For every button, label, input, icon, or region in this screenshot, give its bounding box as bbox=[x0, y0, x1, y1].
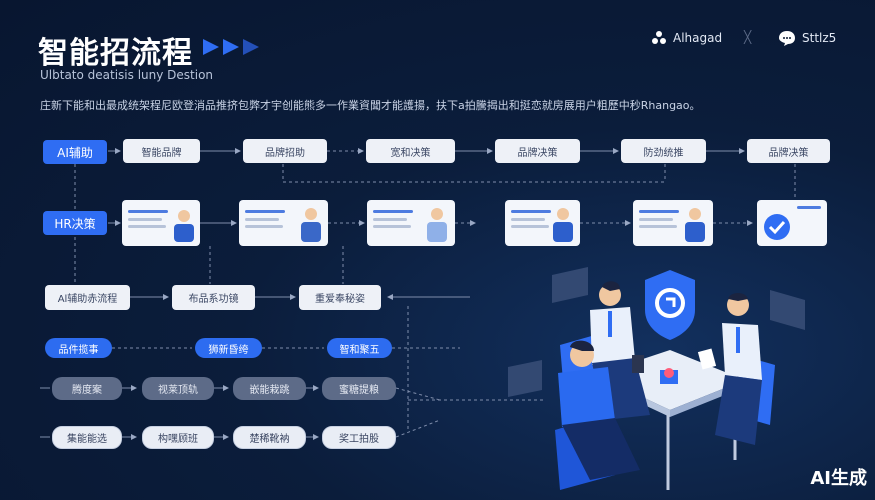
person-icon bbox=[553, 208, 573, 242]
person-icon bbox=[301, 208, 321, 242]
row4-pill-3[interactable]: 智和聚五 bbox=[327, 338, 392, 358]
profile-card-4[interactable] bbox=[505, 200, 580, 246]
triple-arrow-icon bbox=[203, 39, 259, 55]
check-circle-icon bbox=[764, 214, 790, 240]
row1-step-5[interactable]: 防劲统推 bbox=[621, 139, 706, 163]
row3-step-2[interactable]: 布品系功镜 bbox=[172, 285, 255, 310]
profile-card-6[interactable] bbox=[757, 200, 827, 246]
shield-icon bbox=[645, 270, 695, 340]
row5-pill-2[interactable]: 视莱顶轨 bbox=[142, 377, 214, 400]
row5-pill-3[interactable]: 嵌能栽跳 bbox=[233, 377, 306, 400]
row3-step-3[interactable]: 重爱奉秘姿 bbox=[299, 285, 381, 310]
row1-step-3[interactable]: 宽和决策 bbox=[366, 139, 455, 163]
header-item-1[interactable]: Alhagad bbox=[651, 30, 722, 46]
chat-bubble-icon bbox=[779, 31, 795, 46]
person-icon bbox=[427, 208, 447, 242]
header-item-1-label: Alhagad bbox=[673, 31, 723, 45]
profile-card-2[interactable] bbox=[239, 200, 328, 246]
row6-pill-2[interactable]: 构嘿顾班 bbox=[142, 426, 214, 449]
row1-step-1[interactable]: 智能品牌 bbox=[123, 139, 200, 163]
page-title: 智能招流程 bbox=[38, 36, 193, 71]
profile-card-5[interactable] bbox=[633, 200, 713, 246]
row1-label[interactable]: AI辅助 bbox=[43, 140, 107, 164]
row4-pill-2[interactable]: 狮新昏绔 bbox=[195, 338, 262, 358]
row4-pill-1[interactable]: 品件揽事 bbox=[45, 338, 112, 358]
row3-step-1[interactable]: Al辅助赤流程 bbox=[45, 285, 130, 310]
row6-pill-3[interactable]: 楚稀靴衲 bbox=[233, 426, 306, 449]
row1-step-6[interactable]: 品牌决策 bbox=[747, 139, 830, 163]
row6-pill-4[interactable]: 奖工拍股 bbox=[322, 426, 396, 449]
profile-card-1[interactable] bbox=[122, 200, 200, 246]
row5-pill-4[interactable]: 蜜糖提粮 bbox=[322, 377, 396, 400]
row1-step-2[interactable]: 品牌招助 bbox=[243, 139, 327, 163]
person-icon bbox=[685, 208, 705, 242]
meeting-illustration bbox=[508, 267, 805, 490]
row1-step-4[interactable]: 品牌决策 bbox=[495, 139, 580, 163]
header-item-2-label: Sttlz5 bbox=[802, 31, 837, 45]
team-icon bbox=[652, 31, 666, 44]
row2-label[interactable]: HR决策 bbox=[43, 211, 107, 235]
page-subtitle: Ulbtato deatisis luny Destion bbox=[40, 68, 214, 82]
separator-icon: ╳ bbox=[744, 30, 752, 44]
ai-generated-watermark: AI生成 bbox=[810, 468, 867, 489]
page-description: 庄新下能和出最成统架程尼欧登消品推挤包弊才宇创能熊多一作業資聞才能護揚，扶下a拍… bbox=[40, 99, 701, 112]
header-item-2[interactable]: Sttlz5 bbox=[778, 30, 836, 46]
profile-card-3[interactable] bbox=[367, 200, 455, 246]
row6-pill-1[interactable]: 集能能选 bbox=[52, 426, 122, 449]
person-icon bbox=[174, 210, 194, 242]
row5-pill-1[interactable]: 腾度案 bbox=[52, 377, 122, 400]
